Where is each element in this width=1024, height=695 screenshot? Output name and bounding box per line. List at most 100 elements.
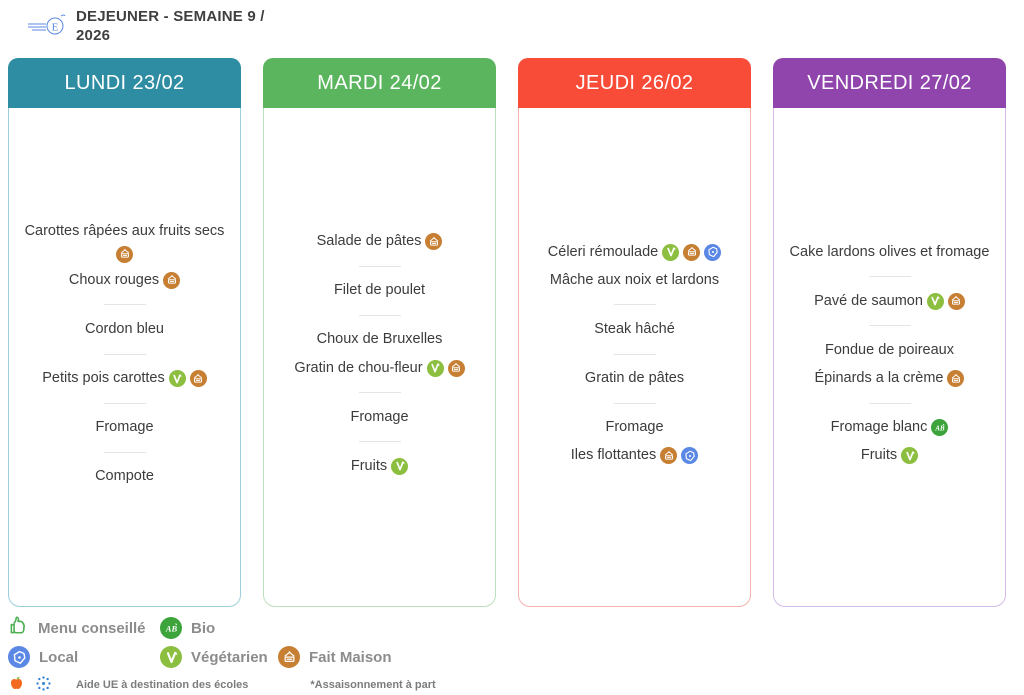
menu-item: Fruits [860,445,919,466]
menu-item: Cordon bleu [85,319,164,340]
course-divider [613,353,656,355]
menu-item: Steak hâché [594,319,675,340]
vegetarien-badge [901,447,919,465]
legend-fait-maison: Fait Maison [278,646,1024,668]
menu-item-label: Fromage [350,408,409,425]
course-divider [103,353,146,355]
fait-maison-badge [947,370,965,387]
day-header: LUNDI 23/02 [8,58,241,108]
menu-item: Fromage [605,417,663,438]
menu-item: Salade de pâtes [317,231,443,252]
menu-item: Gratin de pâtes [585,368,684,389]
bio-badge: AB [931,419,949,437]
menu-item: Choux de Bruxelles [317,329,443,350]
bio-badge-icon: AB [160,617,182,639]
fait-maison-badge [189,370,207,387]
course-divider [103,451,146,453]
fait-maison-badge [660,447,678,465]
menu-item-label: Carottes râpées aux fruits secs [24,222,225,239]
legend-label: Fait Maison [309,648,392,666]
course-group: Gratin de pâtes [525,365,744,393]
menu-item: Céleri rémoulade [548,242,722,263]
menu-item-label: Gratin de pâtes [584,370,685,386]
legend: Menu conseillé AB Bio Local [8,615,1024,695]
menu-item: Épinards a la crème [815,368,965,389]
menu-item-label: Gratin de chou-fleur [294,359,423,376]
thumbs-up-icon [8,615,29,641]
vegetarien-badge [662,243,680,261]
menu-item: Iles flottantes [570,445,699,466]
menu-item-label: Filet de poulet [333,282,426,299]
course-divider [868,402,911,404]
menu-item-label: Iles flottantes [570,447,657,464]
menu-item-label: Steak hâché [594,320,675,337]
course-divider [358,441,401,443]
menu-item: Petits pois carottes [42,368,207,389]
svg-text:AB: AB [934,425,945,432]
fait-maison-badge-icon [278,646,300,668]
course-group: Fromage blanc AB Fruits [780,414,999,470]
fait-maison-badge [947,292,965,310]
fait-maison-badge [447,359,465,377]
menu-item-label: Choux de Bruxelles [316,331,443,348]
fait-maison-badge [163,271,181,289]
legend-label: Menu conseillé [38,619,146,637]
menu-item: Carottes râpées aux fruits secs [15,221,234,263]
fait-maison-badge [116,245,133,263]
day-header: VENDREDI 27/02 [773,58,1006,108]
course-divider [613,402,656,404]
course-group: Cake lardons olives et fromage [780,238,999,266]
vegetarien-badge [168,370,186,387]
page-header: E DEJEUNER - SEMAINE 9 / 2026 [0,0,1024,58]
course-group: Fruits [270,452,489,480]
menu-item-label: Épinards a la crème [814,370,944,386]
menu-item-label: Fruits [860,447,898,464]
fait-maison-badge [425,233,443,251]
menu-item-label: Mâche aux noix et lardons [549,271,720,288]
course-divider [358,392,401,394]
legend-bio: AB Bio [160,617,278,639]
course-group: Petits pois carottes [15,365,234,393]
menu-item-label: Cake lardons olives et fromage [789,243,990,260]
vegetarien-badge [426,359,444,377]
course-group: Fromage [270,403,489,431]
course-divider [103,402,146,404]
menu-item-label: Fromage blanc [830,419,928,436]
menu-item-label: Compote [95,468,154,485]
svg-text:E: E [52,22,59,34]
course-group: Cordon bleu [15,315,234,343]
legend-label: Bio [191,619,216,637]
seasoning-note: *Assaisonnement à part [310,679,436,691]
menu-item: Filet de poulet [334,280,425,301]
vegetarien-badge [391,457,409,475]
legend-footnotes: Aide UE à destination des écoles *Assais… [8,675,1024,695]
menu-item-label: Fruits [350,457,388,474]
menu-item-label: Pavé de saumon [814,292,923,309]
legend-vegetarien: Végétarien [160,646,278,668]
menu-item-label: Fromage [95,419,154,436]
menu-item: Choux rouges [69,270,181,291]
local-badge [704,243,722,261]
menu-item: Fromage [95,417,153,438]
eu-aid-note: Aide UE à destination des écoles [76,679,249,691]
menu-item: Compote [95,466,154,487]
menu-item-label: Fromage [605,419,664,436]
course-divider [358,265,401,267]
legend-label: Local [39,648,79,666]
local-badge-icon [8,646,30,668]
vegetarien-badge [926,292,944,310]
course-divider [613,304,656,306]
course-divider [868,276,911,278]
menu-item: Pavé de saumon [814,291,965,312]
